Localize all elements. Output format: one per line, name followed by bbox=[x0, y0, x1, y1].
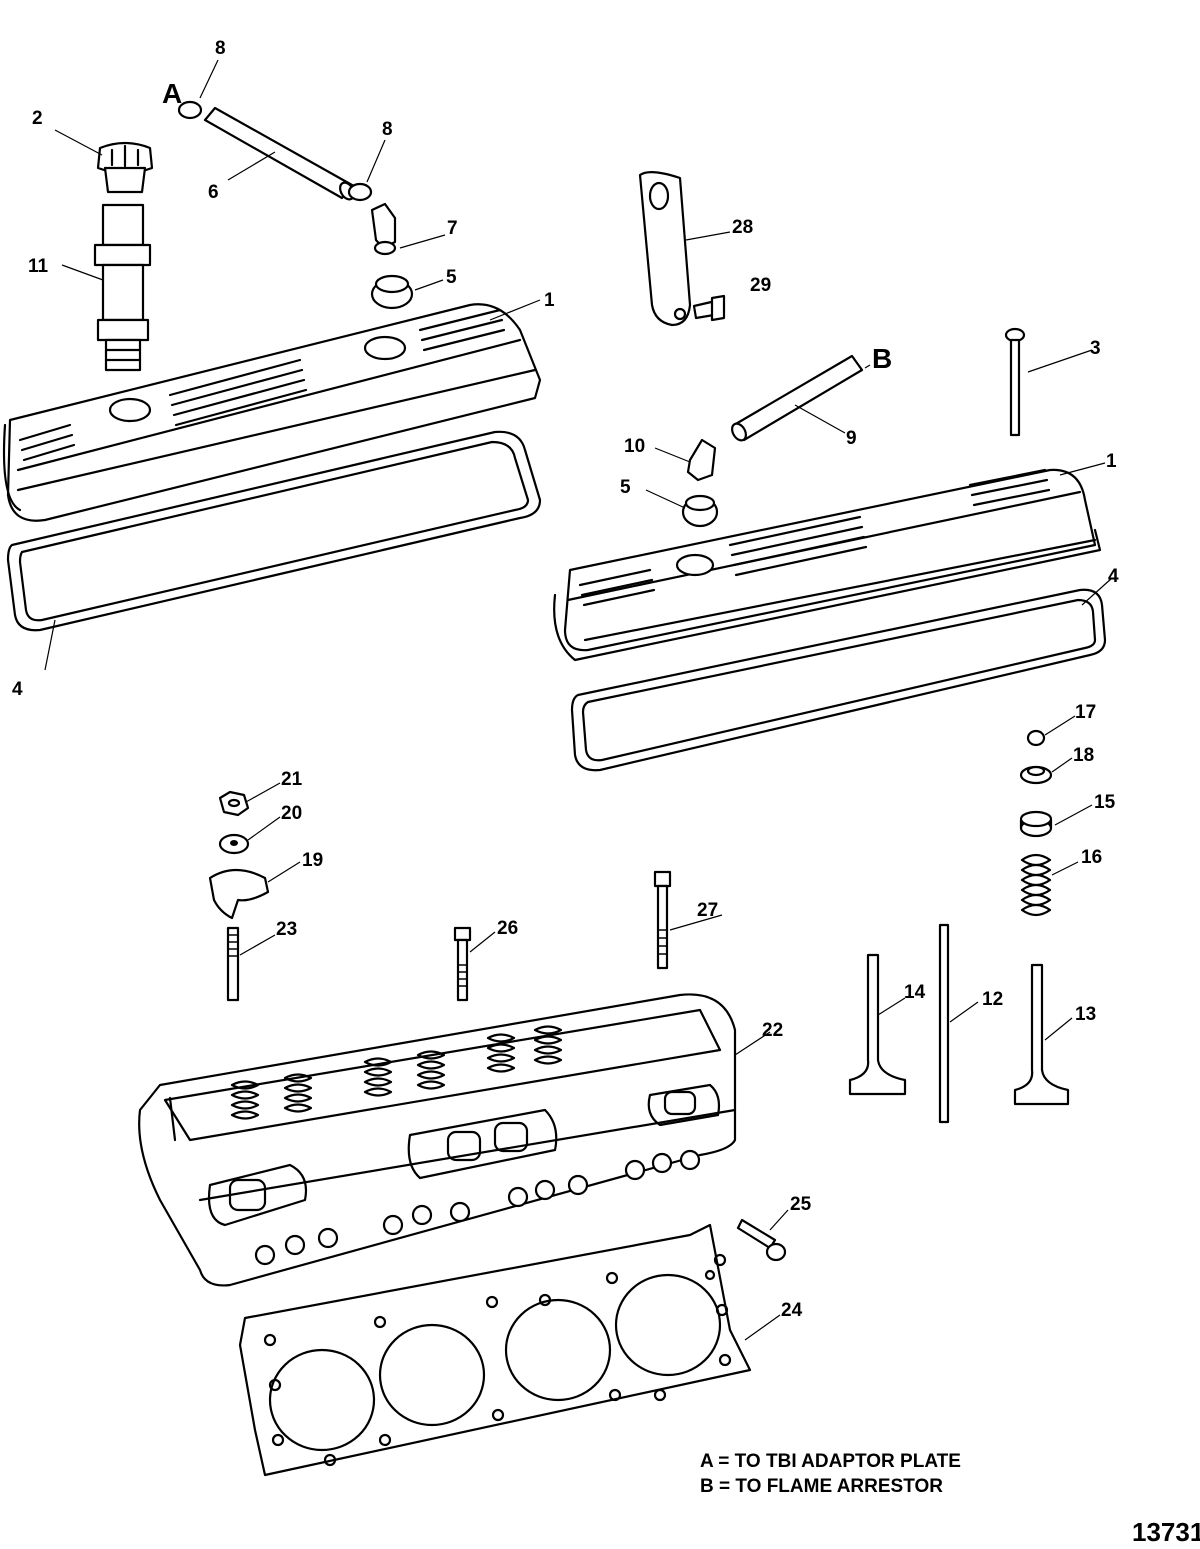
callout-12: 12 bbox=[982, 989, 1003, 1010]
callout-21: 21 bbox=[281, 769, 303, 790]
left-cover-fins bbox=[18, 308, 506, 462]
pcv-hose-a bbox=[177, 100, 373, 202]
callout-22: 22 bbox=[762, 1020, 783, 1041]
callout-6: 6 bbox=[208, 182, 219, 203]
callout-1-left: 1 bbox=[544, 290, 555, 311]
callout-18: 18 bbox=[1073, 745, 1094, 766]
head-bolt-short bbox=[453, 926, 472, 1002]
pushrod bbox=[938, 923, 950, 1124]
oil-fill-tube bbox=[93, 203, 152, 372]
grommet-right bbox=[681, 494, 719, 528]
left-cover-vent-hole bbox=[363, 335, 407, 361]
callout-8-top: 8 bbox=[215, 38, 226, 59]
left-cover-oil-hole bbox=[108, 397, 152, 423]
right-valve-cover bbox=[553, 468, 1102, 662]
valve-retainer bbox=[1019, 765, 1053, 785]
left-gasket bbox=[6, 430, 542, 632]
callout-3: 3 bbox=[1090, 338, 1101, 359]
callout-16: 16 bbox=[1081, 847, 1102, 868]
callout-15: 15 bbox=[1094, 792, 1116, 813]
cover-bolt bbox=[1004, 327, 1026, 437]
callout-17: 17 bbox=[1075, 702, 1096, 723]
valve-springs-installed bbox=[230, 1025, 563, 1120]
legend: A = TO TBI ADAPTOR PLATE B = TO FLAME AR… bbox=[700, 1451, 961, 1497]
callout-26: 26 bbox=[497, 918, 518, 939]
pcv-hose-b bbox=[731, 354, 864, 442]
valve-keeper bbox=[1026, 729, 1046, 747]
clamp-8-top bbox=[177, 100, 203, 120]
exhaust-valve bbox=[1013, 963, 1070, 1106]
callout-27: 27 bbox=[697, 900, 718, 921]
callout-4-right: 4 bbox=[1108, 566, 1119, 587]
head-bolt-long bbox=[653, 870, 672, 970]
oil-fill-cap bbox=[96, 141, 154, 194]
callout-8-right: 8 bbox=[382, 119, 393, 140]
head-plug-bolt bbox=[736, 1218, 787, 1262]
rocker-stud bbox=[226, 926, 240, 1002]
bracket-bolt bbox=[692, 294, 726, 322]
callout-labels: 2 8 A 8 6 7 11 5 1 4 28 29 B 3 9 10 5 1 … bbox=[12, 38, 1119, 1321]
rocker-arm bbox=[208, 868, 270, 920]
callout-4-left: 4 bbox=[12, 679, 23, 700]
head-ports bbox=[207, 1083, 721, 1227]
grommet-left bbox=[370, 274, 414, 310]
lifting-bracket bbox=[638, 171, 692, 327]
left-valve-cover bbox=[2, 303, 542, 522]
legend-b: B = TO FLAME ARRESTOR bbox=[700, 1476, 943, 1497]
right-cover-fins bbox=[578, 468, 1051, 607]
right-cover-vent-hole bbox=[675, 553, 715, 577]
legend-a: A = TO TBI ADAPTOR PLATE bbox=[700, 1451, 961, 1472]
cylinder-bore-2 bbox=[378, 1323, 486, 1427]
intake-valve bbox=[848, 953, 907, 1096]
valve-spring bbox=[1020, 853, 1052, 917]
callout-letter-b: B bbox=[872, 343, 892, 374]
callout-5-left: 5 bbox=[446, 267, 457, 288]
callout-7: 7 bbox=[447, 218, 458, 239]
clamp-8-right bbox=[347, 182, 373, 202]
callout-19: 19 bbox=[302, 850, 323, 871]
callout-20: 20 bbox=[281, 803, 302, 824]
pcv-valve-left bbox=[370, 202, 397, 256]
cylinder-bore-3 bbox=[504, 1298, 612, 1402]
right-gasket bbox=[570, 588, 1107, 772]
callout-28: 28 bbox=[732, 217, 753, 238]
leader-lines bbox=[44, 59, 1113, 1341]
callout-13: 13 bbox=[1075, 1004, 1096, 1025]
callout-5-right: 5 bbox=[620, 477, 631, 498]
callout-25: 25 bbox=[790, 1194, 812, 1215]
pcv-valve-right bbox=[686, 438, 717, 482]
callout-2: 2 bbox=[32, 108, 43, 129]
callout-29: 29 bbox=[750, 275, 771, 296]
callout-1-right: 1 bbox=[1106, 451, 1117, 472]
callout-letter-a: A bbox=[162, 78, 182, 109]
gasket-bolt-holes bbox=[263, 1253, 732, 1467]
callout-24: 24 bbox=[781, 1300, 803, 1321]
figure-number: 13731 bbox=[1132, 1517, 1200, 1547]
head-gasket bbox=[238, 1223, 752, 1477]
callout-11: 11 bbox=[28, 256, 49, 277]
cylinder-bore-1 bbox=[268, 1348, 376, 1452]
callout-14: 14 bbox=[904, 982, 926, 1003]
callout-9: 9 bbox=[846, 428, 857, 449]
callout-10: 10 bbox=[624, 436, 645, 457]
rocker-nut bbox=[218, 790, 250, 817]
head-bolt-bosses bbox=[254, 1149, 701, 1266]
cylinder-head bbox=[138, 993, 737, 1287]
cylinder-bore-4 bbox=[614, 1273, 722, 1377]
callout-23: 23 bbox=[276, 919, 297, 940]
valve-seal bbox=[1019, 810, 1053, 838]
rocker-ball bbox=[218, 833, 250, 855]
